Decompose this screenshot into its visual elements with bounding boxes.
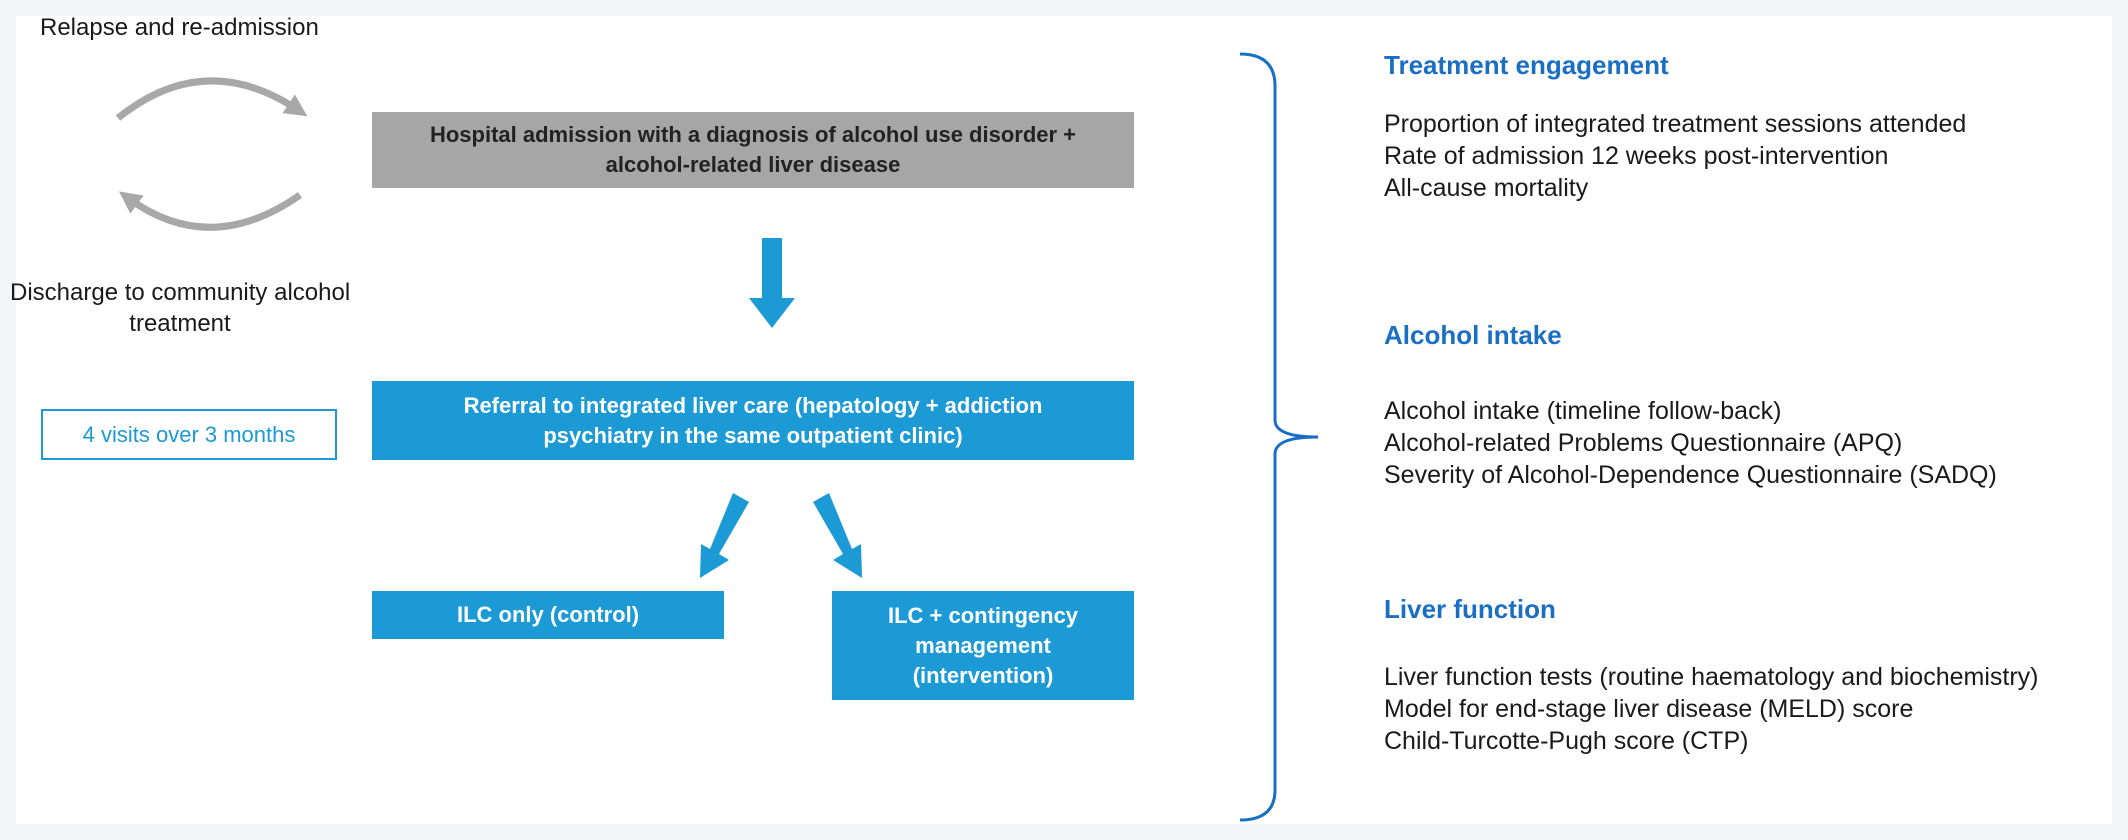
cycle-bottom-label-line2: treatment	[129, 310, 231, 337]
visits-box: 4 visits over 3 months	[41, 409, 337, 460]
treatment-item: All-cause mortality	[1384, 174, 1589, 202]
intervention-line1: ILC + contingency	[887, 602, 1079, 628]
admission-box: Hospital admission with a diagnosis of a…	[372, 112, 1134, 188]
cycle-top-label: Relapse and re-admission	[40, 14, 319, 41]
liver-heading: Liver function	[1384, 594, 1556, 624]
referral-box: Referral to integrated liver care (hepat…	[372, 381, 1134, 460]
referral-line1: Referral to integrated liver care (hepat…	[463, 392, 1043, 418]
treatment-item: Rate of admission 12 weeks post-interven…	[1384, 142, 1889, 170]
cycle-bottom-label-line1: Discharge to community alcohol	[10, 279, 351, 306]
treatment-item: Proportion of integrated treatment sessi…	[1384, 110, 1967, 138]
alcohol-heading: Alcohol intake	[1384, 320, 1562, 350]
intervention-box: ILC + contingency management (interventi…	[832, 591, 1134, 700]
liver-item: Liver function tests (routine haematolog…	[1384, 663, 2039, 691]
alcohol-item: Severity of Alcohol-Dependence Questionn…	[1384, 461, 1997, 489]
liver-item: Child-Turcotte-Pugh score (CTP)	[1384, 727, 1749, 755]
intervention-line3: (intervention)	[912, 662, 1054, 688]
admission-line2: alcohol-related liver disease	[605, 152, 901, 177]
control-label: ILC only (control)	[456, 602, 640, 627]
treatment-heading: Treatment engagement	[1384, 50, 1669, 80]
alcohol-item: Alcohol-related Problems Questionnaire (…	[1384, 429, 1903, 457]
intervention-line2: management	[915, 632, 1051, 658]
treatment-list: Proportion of integrated treatment sessi…	[1384, 108, 1966, 204]
liver-item: Model for end-stage liver disease (MELD)…	[1384, 695, 1914, 723]
liver-list: Liver function tests (routine haematolog…	[1384, 661, 2039, 757]
admission-line1: Hospital admission with a diagnosis of a…	[429, 122, 1077, 147]
alcohol-item: Alcohol intake (timeline follow-back)	[1384, 397, 1782, 425]
referral-line2: psychiatry in the same outpatient clinic…	[543, 422, 963, 448]
visits-label: 4 visits over 3 months	[82, 421, 296, 447]
alcohol-list: Alcohol intake (timeline follow-back) Al…	[1384, 395, 1997, 491]
control-box: ILC only (control)	[372, 591, 724, 639]
